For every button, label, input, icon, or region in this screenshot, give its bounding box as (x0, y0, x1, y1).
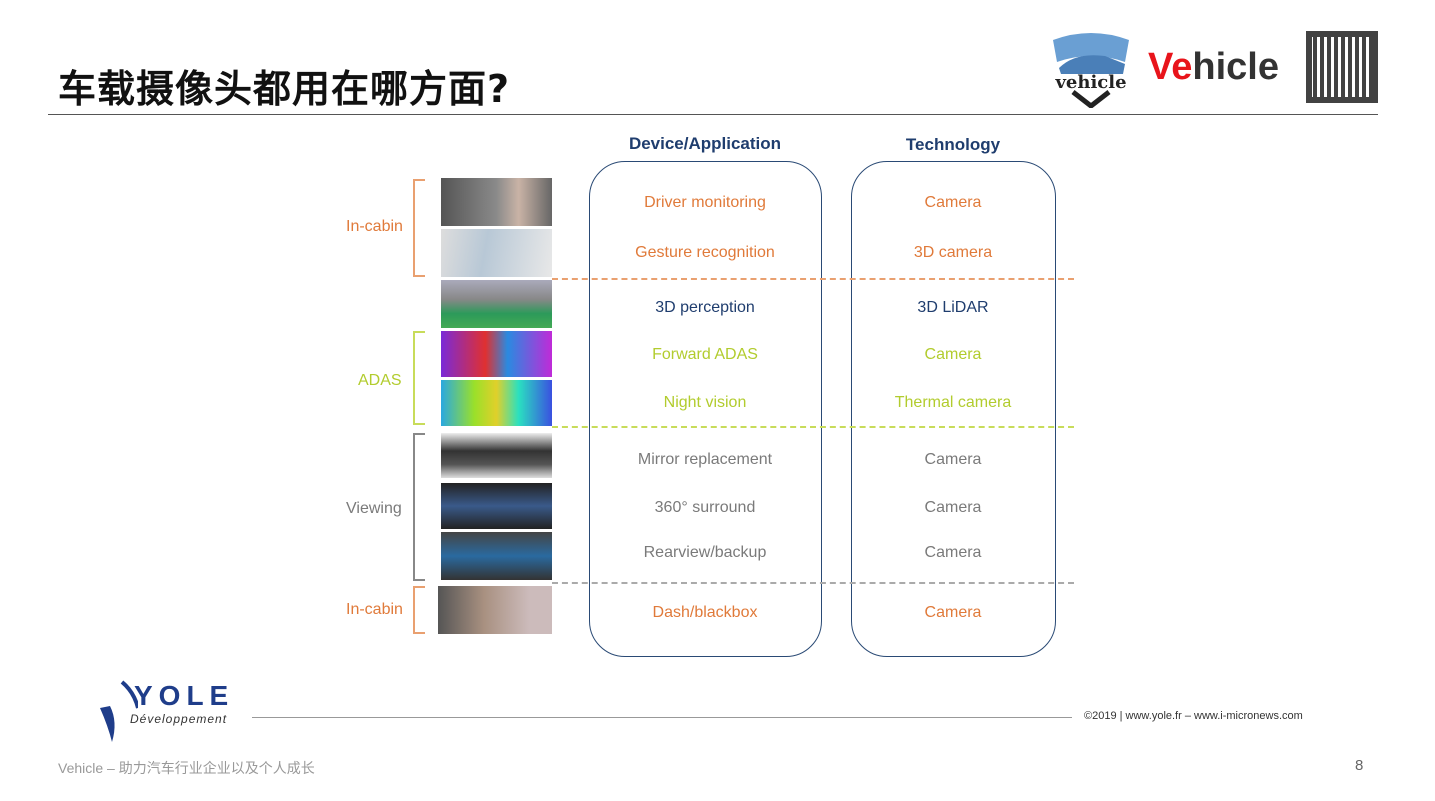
car-logo-icon: vehicle (1053, 33, 1129, 110)
dashcam-image (438, 586, 552, 634)
application-cell: 360° surround (654, 499, 756, 516)
technology-cell: Camera (924, 346, 982, 363)
technology-cell: 3D LiDAR (917, 299, 989, 316)
surround-image (441, 483, 552, 529)
page-number: 8 (1355, 757, 1364, 774)
technology-cell: Camera (924, 451, 982, 468)
svg-text:vehicle: vehicle (1054, 72, 1126, 93)
application-cell: Night vision (663, 394, 747, 411)
technology-cell: Thermal camera (894, 394, 1012, 411)
device-column-box (589, 161, 822, 657)
application-cell: Mirror replacement (637, 451, 773, 468)
brand-dark: hicle (1192, 46, 1279, 88)
divider-adas (552, 426, 1074, 428)
header-device: Device/Application (628, 134, 782, 153)
vehicle-logo: vehicle (1045, 28, 1137, 110)
technology-cell: Camera (924, 194, 982, 211)
footer-line (252, 717, 1072, 718)
divider (48, 114, 1378, 115)
group-label: ADAS (358, 372, 402, 389)
forward-adas-image (441, 331, 552, 377)
gesture-image (441, 229, 552, 277)
application-cell: Driver monitoring (644, 194, 766, 211)
technology-cell: Camera (924, 604, 982, 621)
application-cell: Forward ADAS (652, 346, 758, 363)
copyright: ©2019 | www.yole.fr – www.i-micronews.co… (1084, 710, 1303, 722)
driver-monitoring-image (441, 178, 552, 226)
yole-name: YOLE (134, 680, 235, 711)
bracket-incabin (413, 179, 425, 277)
yole-sub: Développement (130, 712, 228, 726)
group-label: In-cabin (346, 601, 403, 618)
yole-swoosh-icon (100, 680, 138, 742)
group-label: Viewing (346, 500, 402, 517)
application-cell: Dash/blackbox (652, 604, 758, 621)
header-technology: Technology (905, 135, 1001, 154)
yole-logo: YOLE Développement (98, 672, 248, 744)
divider-incabin (552, 278, 1074, 280)
bracket-adas (413, 331, 425, 425)
application-cell: 3D perception (655, 299, 755, 316)
perception-image (441, 280, 552, 328)
caption: Vehicle – 助力汽车行业企业以及个人成长 (58, 760, 315, 776)
technology-cell: Camera (924, 544, 982, 561)
bracket-viewing (413, 433, 425, 581)
application-cell: Gesture recognition (635, 244, 775, 261)
brand-red: Ve (1148, 46, 1193, 88)
technology-column-box (851, 161, 1056, 657)
bracket-incabin-2 (413, 586, 425, 634)
page-title: 车载摄像头都用在哪方面? (58, 67, 511, 111)
divider-viewing (552, 582, 1074, 584)
technology-cell: Camera (924, 499, 982, 516)
brand-name: Vehicle (1148, 46, 1279, 89)
night-vision-image (441, 380, 552, 426)
application-cell: Rearview/backup (643, 544, 767, 561)
group-label: In-cabin (346, 218, 403, 235)
qr-code-icon (1306, 31, 1378, 103)
rearview-image (441, 532, 552, 580)
technology-cell: 3D camera (913, 244, 993, 261)
mirror-image (441, 433, 552, 478)
